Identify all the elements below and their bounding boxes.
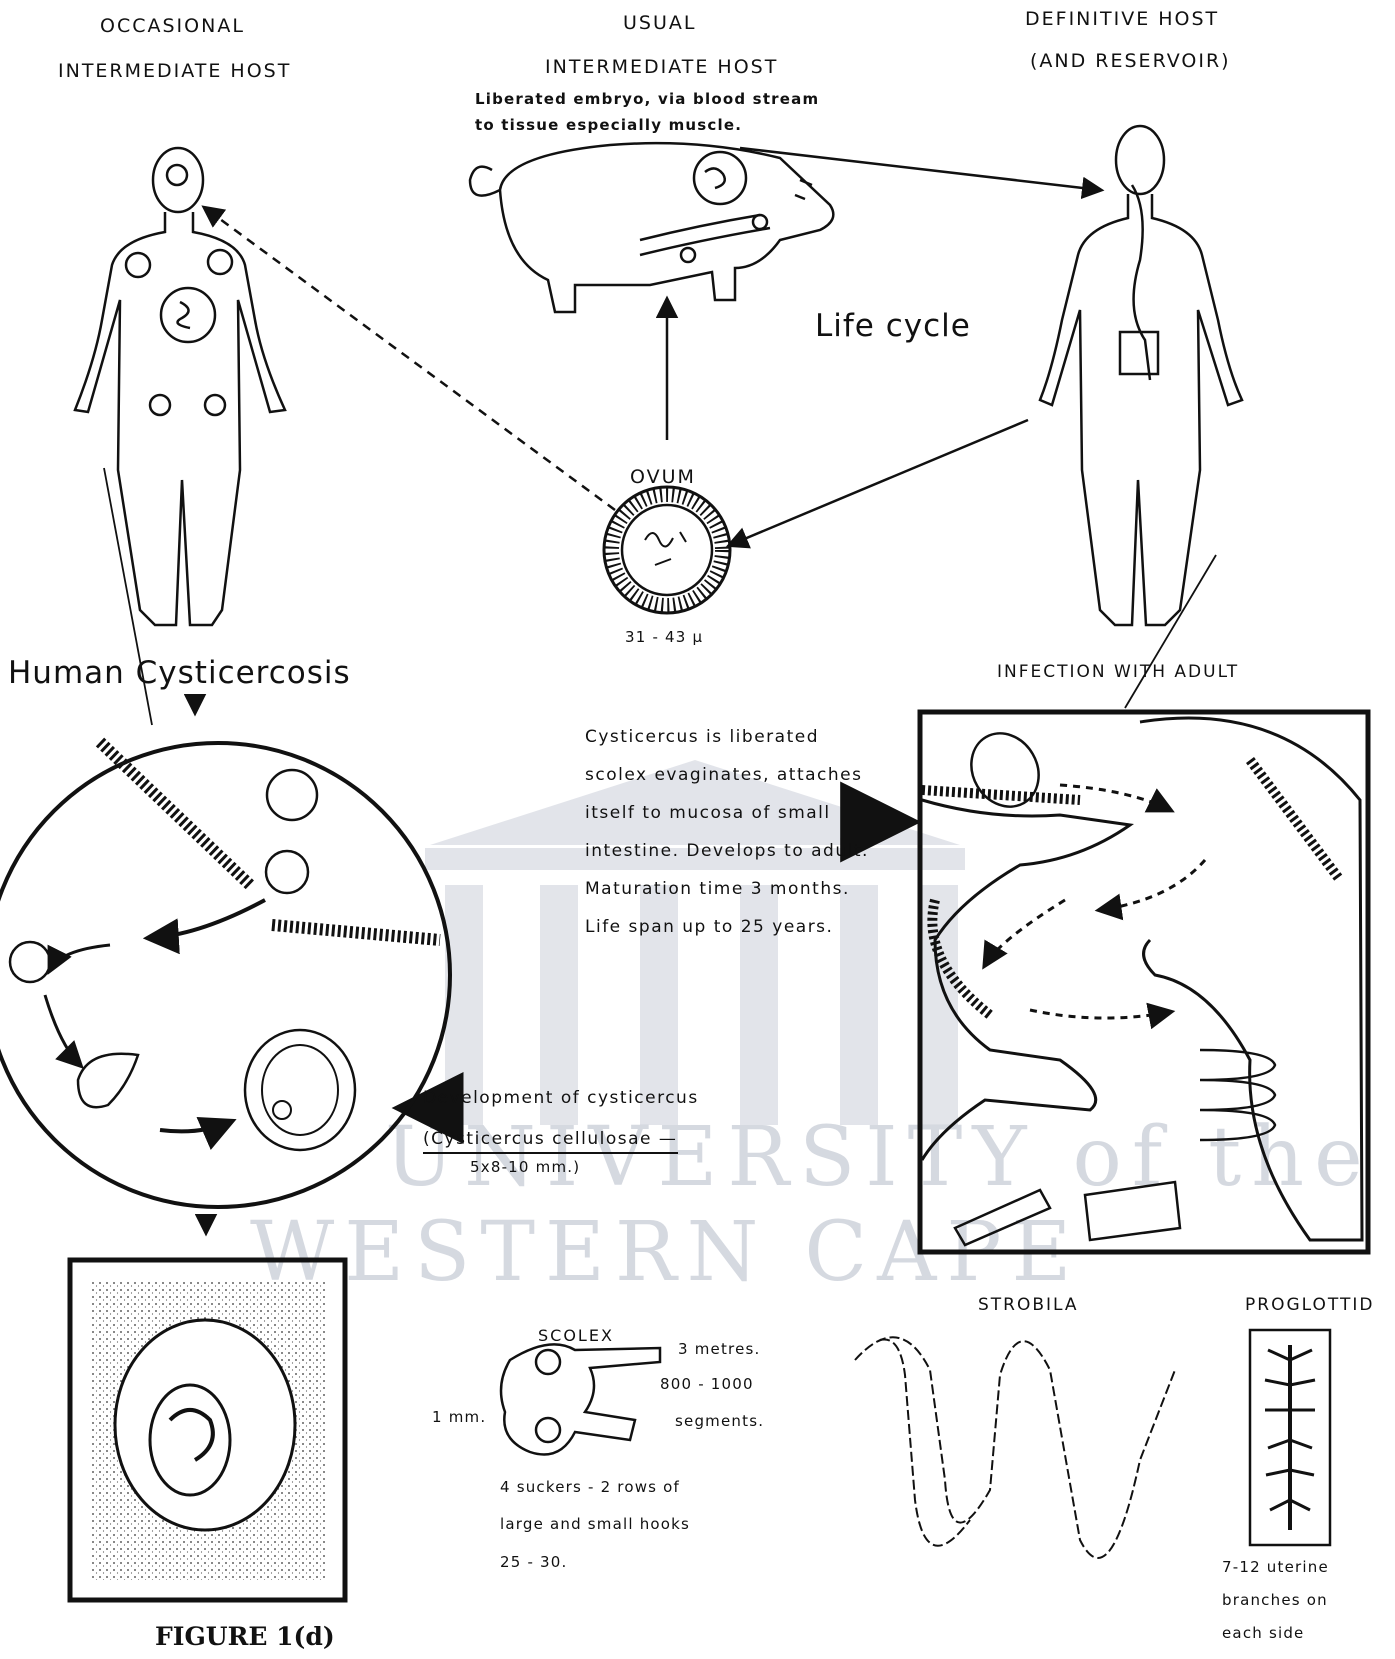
development-line1: Development of cysticercus [423,1084,699,1112]
usual-host-label-1: USUAL [623,12,696,34]
definitive-host-label-1: DEFINITIVE HOST [1025,8,1219,30]
infection-with-adult-label: INFECTION WITH ADULT [997,662,1239,682]
cysticercus-note-line: scolex evaginates, attaches [585,756,869,794]
development-line2: (Cysticercus cellulosae — [423,1125,677,1153]
pig-figure [470,143,833,312]
segments-label: segments. [675,1412,764,1430]
segments-count: 800 - 1000 [660,1375,754,1393]
cysticercus-note-line: intestine. Develops to adult. [585,832,869,870]
proglottid-note-line3: each side [1222,1624,1304,1642]
cysticercus-note: Cysticercus is liberated scolex evaginat… [585,718,869,946]
ovum-label: OVUM [630,466,696,488]
occasional-host-figure [75,148,285,625]
usual-host-label-2: INTERMEDIATE HOST [545,56,778,78]
human-cysticercosis-title: Human Cysticercosis [8,655,351,691]
scolex-label: SCOLEX [538,1326,614,1345]
tapeworm-length: 3 metres. [678,1340,760,1358]
proglottid-label: PROGLOTTID [1245,1295,1374,1315]
cyst-box [70,1260,345,1600]
proglottid-note-line2: branches on [1222,1591,1328,1609]
life-cycle-title: Life cycle [815,308,971,344]
suckers-line1: 4 suckers - 2 rows of [500,1478,680,1496]
intestine-box [920,712,1368,1252]
cysticercosis-circle [0,742,450,1207]
ovum-size: 31 - 43 µ [625,628,703,646]
development-divider [423,1152,678,1154]
proglottid-note-line1: 7-12 uterine [1222,1558,1329,1576]
definitive-host-label-2: (AND RESERVOIR) [1030,50,1231,72]
scolex-size: 1 mm. [432,1408,486,1426]
embryo-note-line1: Liberated embryo, via blood stream [475,90,819,108]
suckers-line2: large and small hooks [500,1515,690,1533]
suckers-line3: 25 - 30. [500,1553,568,1571]
occasional-host-label-2: INTERMEDIATE HOST [58,60,291,82]
scolex-figure [501,1344,660,1454]
occasional-host-label-1: OCCASIONAL [100,15,245,37]
development-line3: 5x8-10 mm.) [470,1158,580,1176]
strobila-label: STROBILA [978,1295,1079,1315]
definitive-host-figure [1040,126,1242,625]
cysticercus-note-line: Cysticercus is liberated [585,718,869,756]
cysticercus-note-line: itself to mucosa of small [585,794,869,832]
figure-caption: FIGURE 1(d) [155,1622,335,1651]
embryo-note-line2: to tissue especially muscle. [475,116,742,134]
ovum-figure [604,487,730,613]
cysticercus-note-line: Maturation time 3 months. [585,870,869,908]
strobila-figure [855,1337,1175,1558]
proglottid-figure [1250,1330,1330,1545]
cysticercus-note-line: Life span up to 25 years. [585,908,869,946]
